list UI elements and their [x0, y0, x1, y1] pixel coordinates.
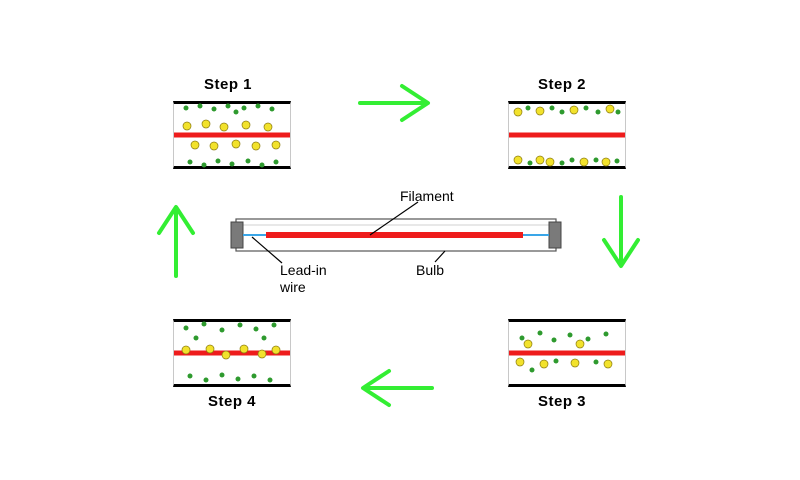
arrow-up: [157, 205, 195, 278]
step-3-title: Step 3: [537, 393, 586, 410]
step-1-particles: [182, 103, 281, 168]
arrow-right: [358, 84, 430, 122]
filament-label: Filament: [400, 188, 454, 204]
lamp: [230, 218, 562, 252]
step-4-title: Step 4: [207, 393, 256, 410]
arrow-down: [602, 195, 640, 268]
lead-in-leader: [251, 236, 283, 264]
filament-leader: [369, 201, 419, 236]
step-2-title: Step 2: [537, 76, 586, 93]
bulb-leader: [434, 250, 446, 263]
step-2-particles: [513, 104, 621, 167]
lead-in-wire-label: Lead-in wire: [280, 262, 327, 296]
right-end-cap: [548, 221, 562, 249]
left-end-cap: [230, 221, 244, 249]
step-3-particles: [515, 330, 613, 373]
bulb-label: Bulb: [416, 262, 445, 278]
lead-in-label-line2: wire: [280, 279, 306, 295]
step-4-particles: [181, 321, 281, 383]
arrow-left: [361, 369, 434, 407]
lead-in-label-line1: Lead-in: [280, 262, 327, 278]
step-1-title: Step 1: [203, 76, 252, 93]
